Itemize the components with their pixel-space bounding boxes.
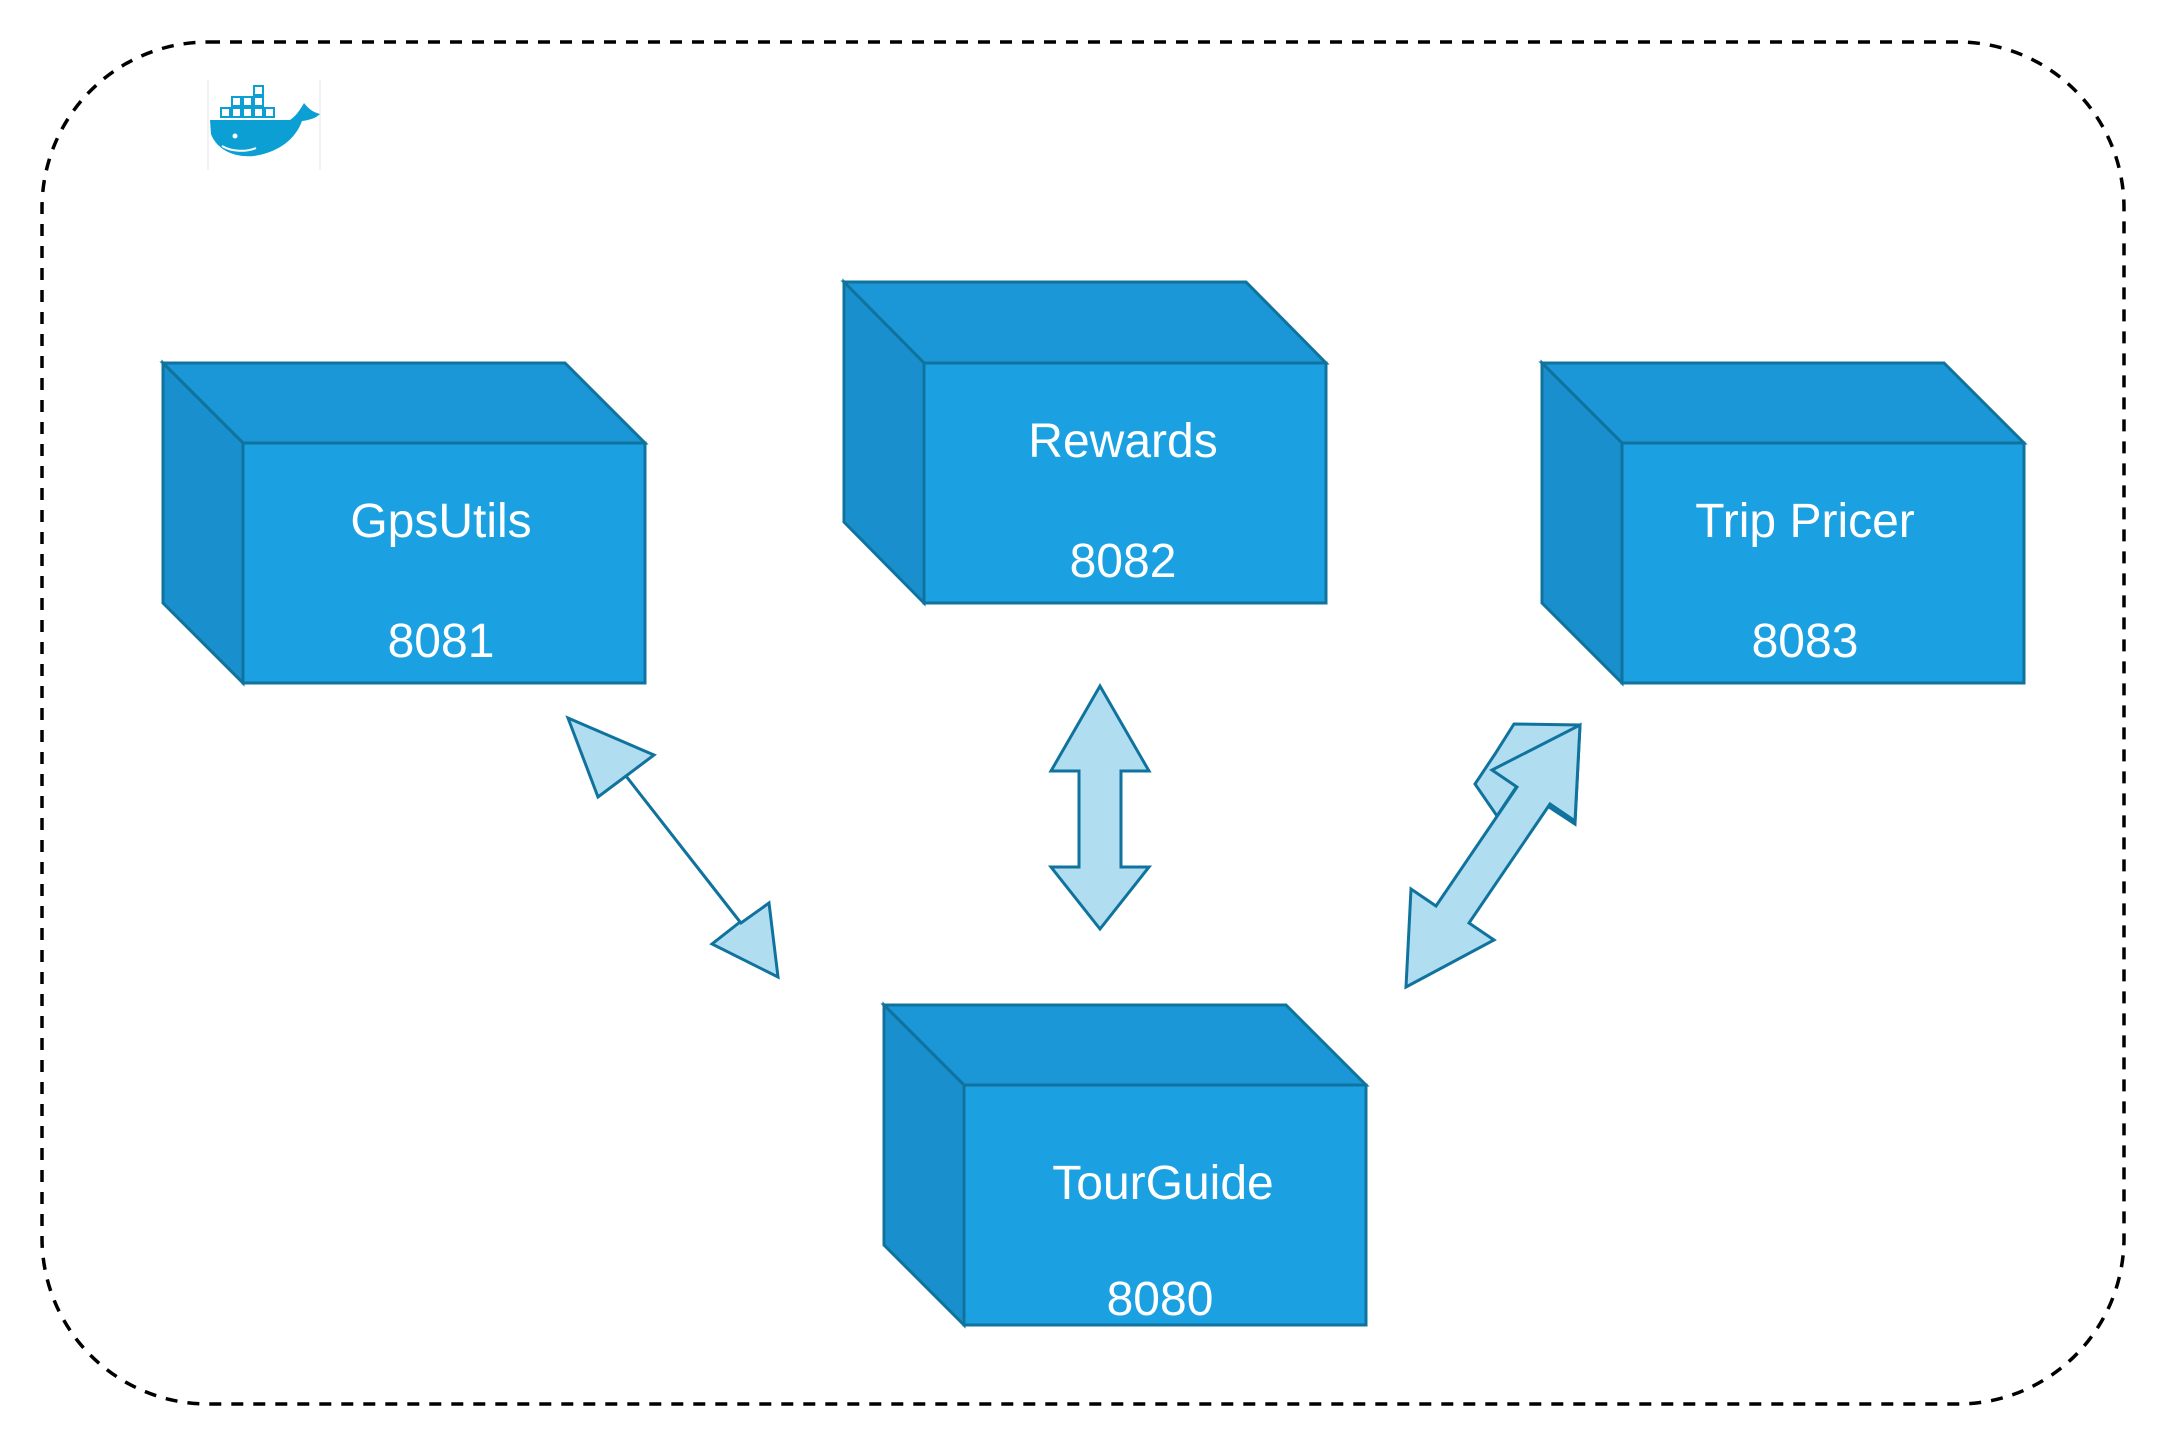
- service-port: 8080: [1107, 1273, 1214, 1326]
- service-port: 8083: [1752, 615, 1859, 668]
- arrow-trippricer-tourguide-shaft: [1404, 722, 1582, 990]
- service-port: 8081: [388, 615, 495, 668]
- cube-top-face: [840, 280, 1330, 365]
- service-port: 8082: [1070, 535, 1177, 588]
- service-name: Rewards: [1028, 415, 1217, 468]
- service-name: TourGuide: [1052, 1157, 1273, 1210]
- service-name: GpsUtils: [350, 495, 531, 548]
- cube-top-face: [1538, 361, 2028, 445]
- service-name: Trip Pricer: [1695, 495, 1915, 548]
- service-cube-trip-pricer[interactable]: Trip Pricer 8083: [1538, 359, 2028, 687]
- docker-whale-icon: [207, 80, 321, 170]
- service-cube-rewards[interactable]: Rewards 8082: [840, 278, 1330, 607]
- cube-top-face: [159, 361, 649, 445]
- arrow-rewards-tourguide: [1047, 682, 1153, 932]
- service-cube-tourguide[interactable]: TourGuide 8080: [880, 1001, 1370, 1329]
- cube-front-face: [962, 1083, 1368, 1327]
- cube-top-face: [880, 1003, 1370, 1087]
- cube-front-face: [241, 441, 647, 685]
- cube-front-face: [922, 361, 1328, 605]
- service-cube-gpsutils[interactable]: GpsUtils 8081: [159, 359, 649, 687]
- arrow-gpsutils-tourguide: [565, 715, 780, 980]
- cube-front-face: [1620, 441, 2026, 685]
